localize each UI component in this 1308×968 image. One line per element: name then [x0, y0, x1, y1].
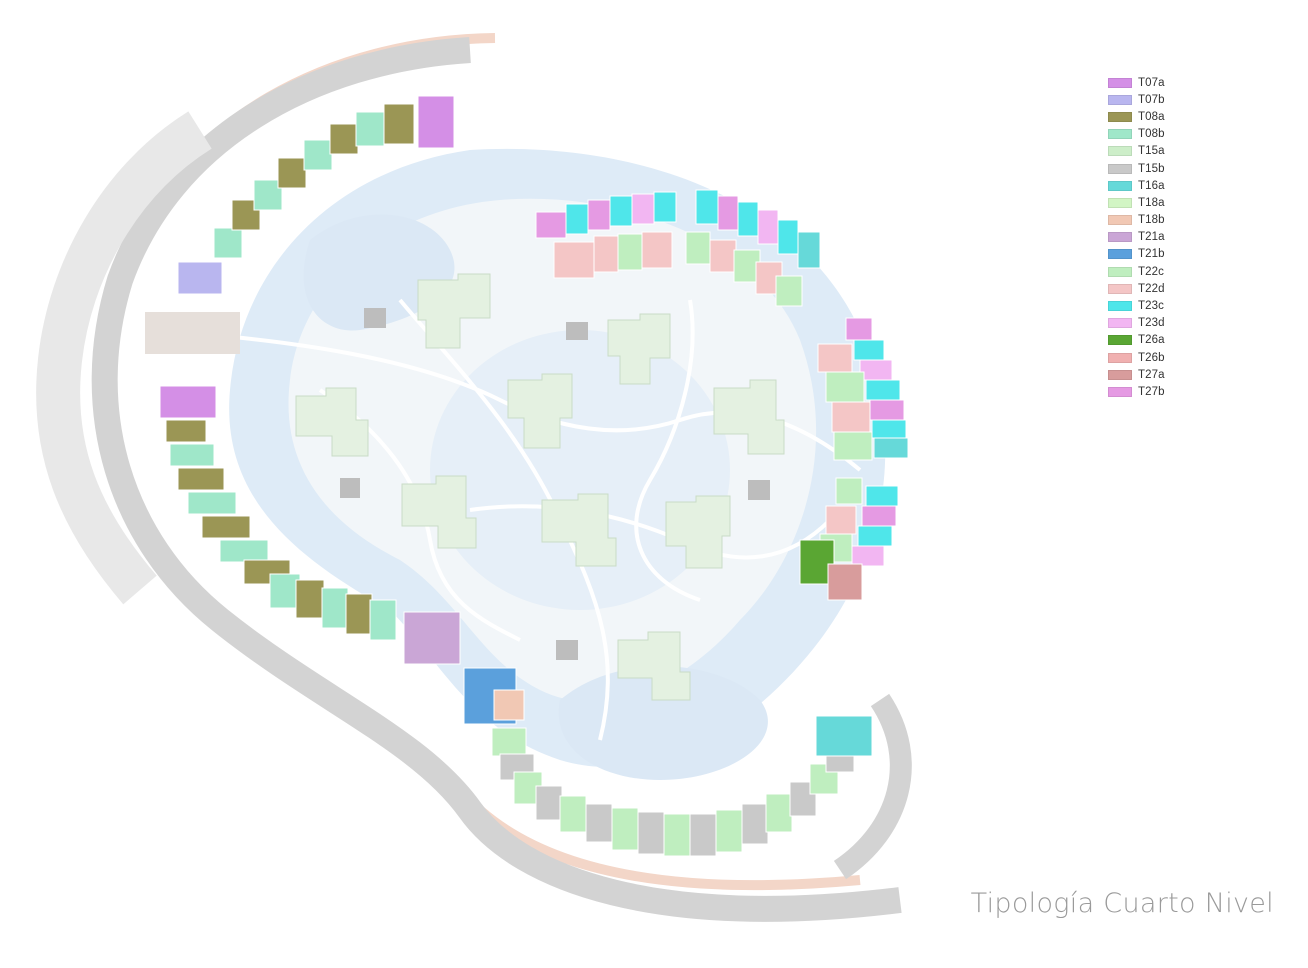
- legend-item-t22d: T22d: [1108, 280, 1228, 297]
- legend-item-t16a: T16a: [1108, 177, 1228, 194]
- legend-item-t15a: T15a: [1108, 143, 1228, 160]
- wing-northeast: [685, 189, 821, 307]
- legend-label: T18a: [1138, 196, 1165, 209]
- legend-swatch: [1108, 283, 1132, 294]
- legend-swatch: [1108, 301, 1132, 312]
- legend-swatch: [1108, 386, 1132, 397]
- legend-label: T08a: [1138, 110, 1165, 123]
- legend-item-t18a: T18a: [1108, 194, 1228, 211]
- inner-buildings: [295, 273, 785, 701]
- legend-item-t27a: T27a: [1108, 366, 1228, 383]
- legend-item-t22c: T22c: [1108, 263, 1228, 280]
- legend-item-t07a: T07a: [1108, 74, 1228, 91]
- legend-label: T23c: [1138, 300, 1164, 313]
- legend-item-t15b: T15b: [1108, 160, 1228, 177]
- legend-swatch: [1108, 94, 1132, 105]
- legend-item-t26b: T26b: [1108, 349, 1228, 366]
- legend-label: T16a: [1138, 179, 1165, 192]
- legend-item-t23d: T23d: [1108, 315, 1228, 332]
- legend-swatch: [1108, 369, 1132, 380]
- legend-item-t07b: T07b: [1108, 91, 1228, 108]
- legend-swatch: [1108, 111, 1132, 122]
- plan-title: Tipología Cuarto Nivel: [970, 888, 1274, 919]
- wing-southeast: [799, 477, 899, 601]
- legend-swatch: [1108, 232, 1132, 243]
- legend-label: T26a: [1138, 334, 1165, 347]
- legend-item-t27b: T27b: [1108, 383, 1228, 400]
- legend-swatch: [1108, 249, 1132, 260]
- legend-swatch: [1108, 335, 1132, 346]
- legend-label: T08b: [1138, 128, 1165, 141]
- legend-swatch: [1108, 163, 1132, 174]
- legend-label: T18b: [1138, 214, 1165, 227]
- legend-label: T23d: [1138, 317, 1165, 330]
- legend-swatch: [1108, 180, 1132, 191]
- legend-label: T07a: [1138, 76, 1165, 89]
- outer-road-left: [36, 33, 912, 922]
- legend-swatch: [1108, 266, 1132, 277]
- wing-west: [159, 385, 461, 665]
- kiosks: [340, 308, 770, 660]
- wing-northwest: [177, 95, 455, 295]
- legend-item-t21a: T21a: [1108, 229, 1228, 246]
- legend-swatch: [1108, 146, 1132, 157]
- legend-label: T21b: [1138, 248, 1165, 261]
- legend-label: T22c: [1138, 265, 1164, 278]
- wing-east: [817, 317, 909, 461]
- legend-item-t23c: T23c: [1108, 297, 1228, 314]
- legend-item-t21b: T21b: [1108, 246, 1228, 263]
- legend-label: T15b: [1138, 162, 1165, 175]
- legend-item-t26a: T26a: [1108, 332, 1228, 349]
- legend-label: T07b: [1138, 93, 1165, 106]
- legend-label: T27b: [1138, 385, 1165, 398]
- legend-label: T15a: [1138, 145, 1165, 158]
- bridge-west: [145, 312, 240, 354]
- legend-swatch: [1108, 197, 1132, 208]
- legend-label: T26b: [1138, 351, 1165, 364]
- legend-item-t18b: T18b: [1108, 212, 1228, 229]
- legend-swatch: [1108, 77, 1132, 88]
- legend-swatch: [1108, 215, 1132, 226]
- legend-item-t08b: T08b: [1108, 126, 1228, 143]
- legend-swatch: [1108, 352, 1132, 363]
- wing-south: [463, 667, 873, 857]
- legend-swatch: [1108, 129, 1132, 140]
- legend-label: T27a: [1138, 368, 1165, 381]
- legend-swatch: [1108, 318, 1132, 329]
- legend-label: T21a: [1138, 231, 1165, 244]
- legend-item-t08a: T08a: [1108, 108, 1228, 125]
- wing-north: [535, 191, 677, 279]
- legend-label: T22d: [1138, 282, 1165, 295]
